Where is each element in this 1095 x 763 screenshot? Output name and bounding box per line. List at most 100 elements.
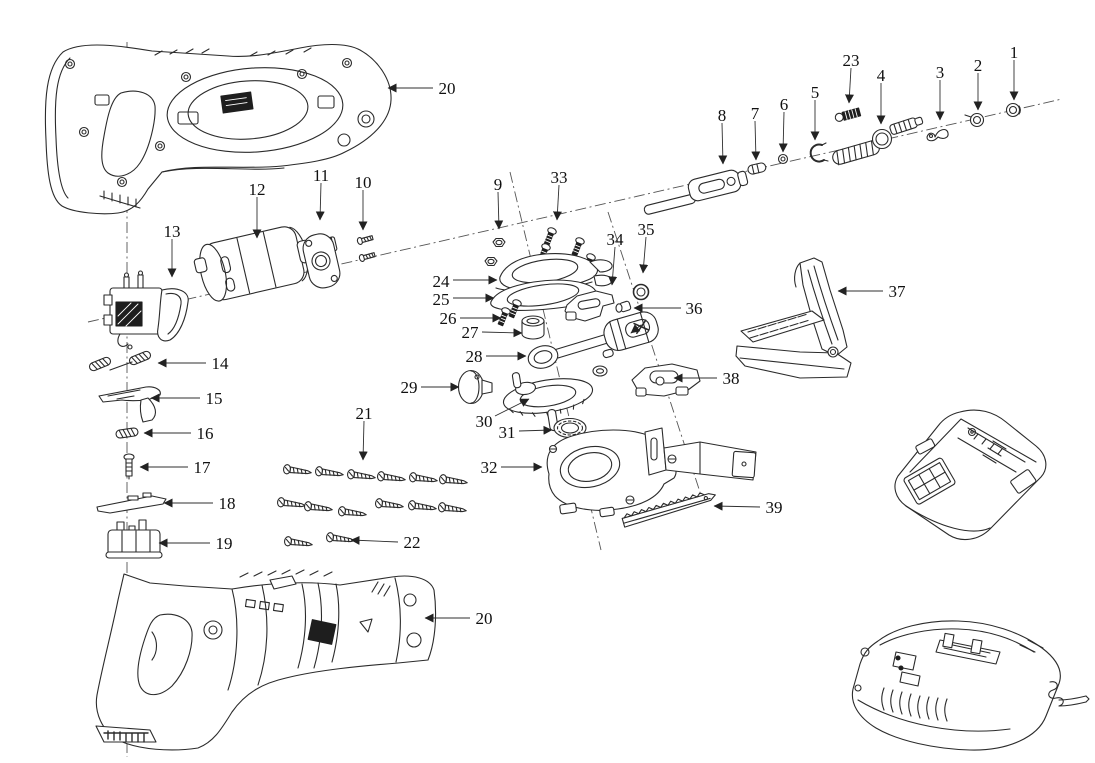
spindle-drawing (643, 169, 749, 215)
callout-number-1: 1 (1010, 43, 1019, 62)
callout-leader-9 (494, 191, 504, 230)
callout-27: 27 (462, 323, 523, 342)
callout-30: 30 (476, 398, 530, 431)
callout-number-12: 12 (249, 180, 266, 199)
nut-9b (484, 256, 498, 267)
callout-number-13: 13 (164, 222, 181, 241)
trigger-switch-drawing (103, 270, 189, 350)
screw-set-21-22 (276, 463, 469, 550)
callout-leader-33 (552, 184, 562, 221)
spring-16 (115, 426, 139, 440)
assembled-saw-drawing (95, 569, 437, 751)
callout-13: 13 (164, 222, 181, 278)
callout-leader-39 (713, 501, 761, 511)
callout-35: 35 (638, 220, 655, 274)
callout-20: 20 (424, 609, 493, 628)
callout-number-18: 18 (219, 494, 236, 513)
knob-29-drawing (457, 369, 493, 405)
plate-18-drawing (96, 492, 167, 514)
callout-leader-30 (494, 398, 530, 417)
callout-number-32: 32 (481, 458, 498, 477)
callout-10: 10 (355, 173, 372, 231)
clip-3-drawing (926, 128, 949, 142)
callout-33: 33 (551, 168, 568, 221)
callout-number-27: 27 (462, 323, 480, 342)
conrod-piston-28-drawing (527, 311, 659, 377)
callout-number-35: 35 (638, 220, 655, 239)
spring-14b (127, 349, 153, 367)
callout-leader-34 (608, 246, 618, 286)
saw-blade-39-drawing (621, 492, 716, 528)
callout-number-34: 34 (607, 230, 625, 249)
ring-2-drawing (964, 112, 985, 128)
callout-number-11: 11 (313, 166, 329, 185)
callout-7: 7 (751, 104, 761, 161)
ring-35-drawing (632, 283, 650, 301)
callout-number-22: 22 (404, 533, 421, 552)
cord-strain-relief (1048, 681, 1064, 707)
callout-21: 21 (356, 404, 373, 461)
callout-39: 39 (713, 498, 783, 517)
callout-3: 3 (935, 63, 945, 121)
spring-14-wire (109, 361, 133, 371)
callout-1: 1 (1009, 43, 1019, 101)
callout-36: 36 (633, 299, 703, 318)
callout-4: 4 (876, 66, 886, 125)
callout-11: 11 (313, 166, 329, 221)
callout-24: 24 (433, 272, 498, 291)
callout-number-20: 20 (476, 609, 493, 628)
callout-20: 20 (387, 79, 456, 98)
spring-14a (87, 355, 113, 373)
gasket-drawing (302, 233, 341, 289)
callout-2: 2 (973, 56, 983, 111)
motor-label-badge (220, 91, 254, 114)
callout-number-31: 31 (499, 423, 516, 442)
callout-number-28: 28 (466, 347, 483, 366)
callout-leader-7 (751, 120, 761, 161)
callout-number-2: 2 (974, 56, 983, 75)
screw-33c (569, 236, 586, 258)
bushing-27-drawing (521, 315, 545, 340)
callout-16: 16 (143, 424, 214, 443)
callout-number-5: 5 (811, 83, 820, 102)
circlip-5-drawing (809, 142, 829, 163)
bracket-34-drawing (564, 290, 615, 322)
callout-19: 19 (158, 534, 233, 553)
pin-7-drawing (747, 162, 767, 175)
screw-bosses (64, 57, 375, 188)
callout-8: 8 (718, 106, 728, 165)
set-screw-23-drawing (834, 107, 862, 122)
callout-leader-23 (844, 67, 854, 104)
charger-drawing (851, 620, 1090, 751)
callout-number-4: 4 (877, 66, 886, 85)
callout-number-20: 20 (439, 79, 456, 98)
callout-number-39: 39 (766, 498, 783, 517)
callout-number-30: 30 (476, 412, 493, 431)
callout-leader-22 (350, 535, 399, 545)
callout-leader-11 (315, 182, 325, 221)
callout-32: 32 (481, 458, 543, 477)
callout-15: 15 (150, 389, 223, 408)
callout-number-23: 23 (843, 51, 860, 70)
callout-number-15: 15 (206, 389, 223, 408)
washer-6-drawing (777, 153, 789, 165)
cap-1-drawing (1005, 102, 1021, 118)
callout-leader-35 (639, 236, 649, 274)
callout-number-9: 9 (494, 175, 503, 194)
callout-number-3: 3 (936, 63, 945, 82)
callout-number-6: 6 (780, 95, 789, 114)
housing-half-drawing (44, 43, 392, 215)
callout-number-21: 21 (356, 404, 373, 423)
screw-10a (356, 233, 375, 246)
callout-number-38: 38 (723, 369, 740, 388)
callout-number-19: 19 (216, 534, 233, 553)
callout-leader-27 (481, 328, 523, 338)
callout-leader-31 (518, 425, 553, 435)
callout-9: 9 (494, 175, 504, 230)
callout-17: 17 (139, 458, 211, 477)
callout-18: 18 (163, 494, 236, 513)
callout-29: 29 (401, 378, 460, 397)
callout-number-33: 33 (551, 168, 568, 187)
callout-23: 23 (843, 51, 860, 104)
